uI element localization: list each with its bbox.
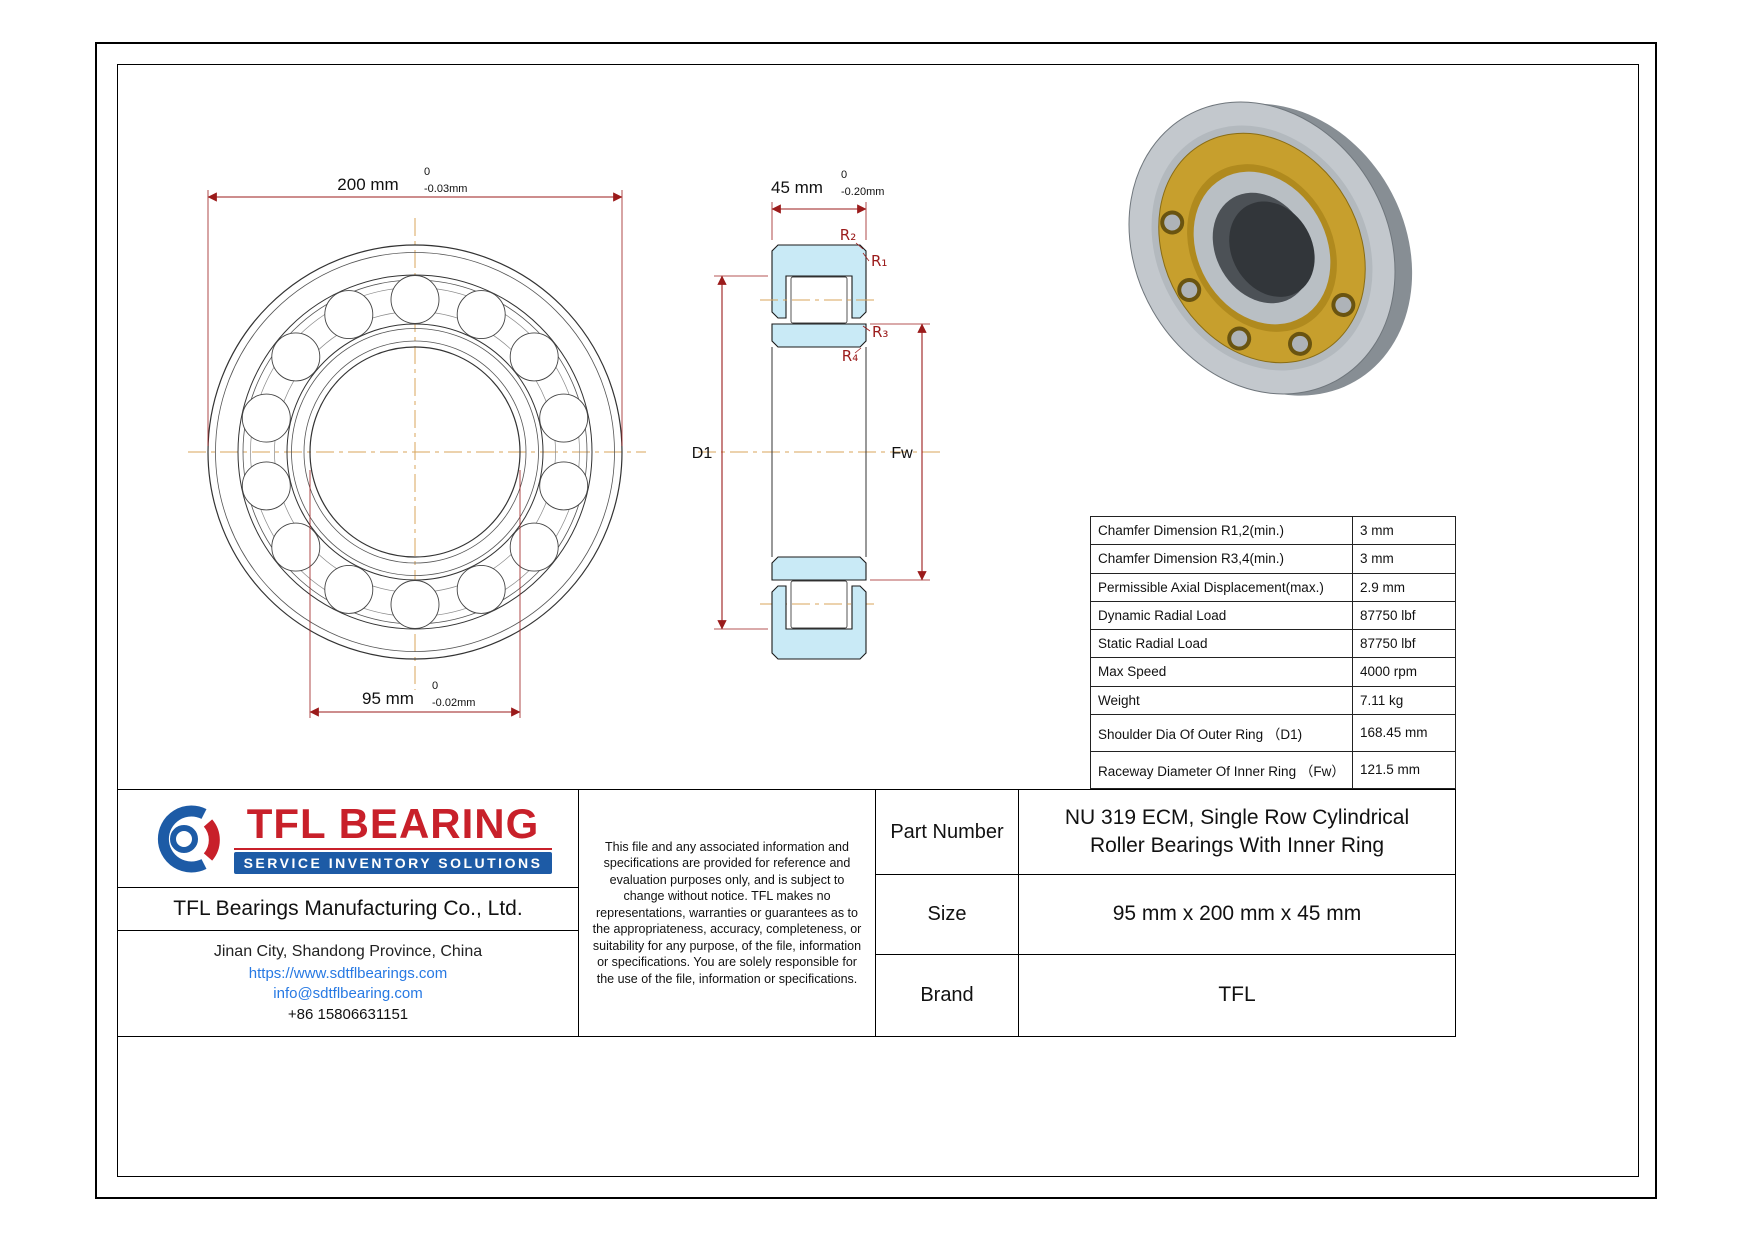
size-label: Size xyxy=(927,903,967,925)
bearing-front-view: 200 mm 0 -0.03mm 95 mm 0 -0.02mm xyxy=(188,166,646,718)
3d-cage-windows xyxy=(1160,210,1356,356)
dimension-bore-diameter: 95 mm 0 -0.02mm xyxy=(309,470,521,718)
company-contact-cell: Jinan City, Shandong Province, China htt… xyxy=(118,931,579,1036)
dim-width-tol-bottom: -0.20mm xyxy=(841,186,884,198)
spec-row: Permissible Axial Displacement(max.)2.9 … xyxy=(1090,572,1456,602)
dimension-width: 45 mm 0 -0.20mm xyxy=(771,169,884,240)
spec-label: Max Speed xyxy=(1090,657,1353,687)
drawing-frame-inner xyxy=(117,64,1639,1177)
dimension-outer-diameter: 200 mm 0 -0.03mm xyxy=(207,166,623,446)
spec-value: 168.45 mm xyxy=(1352,713,1456,752)
label-fw: Fw xyxy=(891,445,913,462)
disclaimer-cell: This file and any associated information… xyxy=(579,790,876,1036)
size-value-cell: 95 mm x 200 mm x 45 mm xyxy=(1019,875,1455,955)
bore xyxy=(309,346,521,558)
dim-width-value: 45 mm xyxy=(771,178,823,197)
spec-label: Static Radial Load xyxy=(1090,628,1353,659)
dimension-d1: D1 xyxy=(692,275,768,630)
inner-ring-chamfer xyxy=(303,340,527,564)
company-name-cell: TFL Bearings Manufacturing Co., Ltd. xyxy=(118,888,579,931)
label-r1: R₁ xyxy=(871,252,887,270)
company-website-link[interactable]: https://www.sdtflbearings.com xyxy=(248,964,448,982)
size-label-cell: Size xyxy=(876,875,1019,955)
dim-bore-tol-top: 0 xyxy=(432,680,438,692)
outer-ring-section-top xyxy=(771,244,867,319)
spec-value: 3 mm xyxy=(1352,544,1456,574)
spec-row: Shoulder Dia Of Outer Ring （D1)168.45 mm xyxy=(1090,713,1456,752)
spec-value: 7.11 kg xyxy=(1352,685,1456,715)
brand-label: Brand xyxy=(920,984,974,1006)
spec-table: Chamfer Dimension R1,2(min.)3 mm Chamfer… xyxy=(1090,515,1456,790)
inner-ring-edge xyxy=(291,328,539,576)
spec-label: Permissible Axial Displacement(max.) xyxy=(1090,572,1353,602)
dim-width-tol-top: 0 xyxy=(841,169,847,181)
part-number-label: Part Number xyxy=(890,820,1004,843)
spec-label: Weight xyxy=(1090,685,1353,715)
spec-value: 121.5 mm xyxy=(1352,750,1456,790)
spec-label: Raceway Diameter Of Inner Ring （Fw） xyxy=(1090,750,1353,790)
inner-ring-section-top xyxy=(771,323,867,348)
company-phone: +86 15806631151 xyxy=(287,1005,409,1023)
dim-outer-tol-top: 0 xyxy=(424,166,430,178)
chamfer-labels: R₂ R₁ R₃ R₄ xyxy=(840,226,889,365)
bearing-section-view: 45 mm 0 -0.20mm R₂ R₁ R₃ R₄ D1 xyxy=(692,169,944,660)
part-number-value-cell: NU 319 ECM, Single Row Cylindrical Rolle… xyxy=(1019,790,1455,875)
size-value: 95 mm x 200 mm x 45 mm xyxy=(1112,902,1362,926)
spec-label: Dynamic Radial Load xyxy=(1090,600,1353,631)
company-email-link[interactable]: info@sdtflbearing.com xyxy=(273,985,423,1003)
logo-bearing-icon xyxy=(157,805,220,872)
brand-value: TFL xyxy=(1218,983,1256,1007)
spec-value: 2.9 mm xyxy=(1352,572,1456,602)
disclaimer-text: This file and any associated information… xyxy=(592,839,862,986)
spec-value: 4000 rpm xyxy=(1352,657,1456,687)
inner-ring-raceway xyxy=(286,323,544,581)
outer-ring-section-bottom xyxy=(771,585,867,660)
spec-label: Chamfer Dimension R1,2(min.) xyxy=(1090,515,1353,546)
spec-value: 87750 lbf xyxy=(1352,600,1456,631)
spec-value: 3 mm xyxy=(1352,515,1456,546)
spec-row: Chamfer Dimension R3,4(min.)3 mm xyxy=(1090,544,1456,574)
label-r4: R₄ xyxy=(842,347,858,365)
rollers xyxy=(241,275,589,629)
label-r2: R₂ xyxy=(840,226,856,244)
spec-label: Chamfer Dimension R3,4(min.) xyxy=(1090,544,1353,574)
logo-tagline: SERVICE INVENTORY SOLUTIONS xyxy=(233,852,553,874)
bearing-3d-render xyxy=(1128,101,1413,396)
outer-ring-shoulder xyxy=(237,274,593,630)
outer-ring-chamfer xyxy=(215,252,615,652)
title-block: TFL BEARING SERVICE INVENTORY SOLUTIONS … xyxy=(117,789,1456,1037)
3d-bore-depth xyxy=(1229,201,1315,297)
dim-outer-value: 200 mm xyxy=(337,175,398,194)
logo-cell: TFL BEARING SERVICE INVENTORY SOLUTIONS xyxy=(118,790,579,888)
drawing-frame-outer xyxy=(95,42,1657,1199)
dim-bore-tol-bottom: -0.02mm xyxy=(432,697,475,709)
company-name: TFL Bearings Manufacturing Co., Ltd. xyxy=(173,897,523,920)
label-r3: R₃ xyxy=(872,323,888,341)
dim-bore-value: 95 mm xyxy=(362,689,414,708)
logo-wordmark: TFL BEARING xyxy=(246,800,540,847)
outer-ring-od xyxy=(207,244,623,660)
spec-label: Shoulder Dia Of Outer Ring （D1) xyxy=(1090,713,1353,752)
dim-outer-tol-bottom: -0.03mm xyxy=(424,183,467,195)
spec-row: Chamfer Dimension R1,2(min.)3 mm xyxy=(1090,515,1456,546)
part-number-value: NU 319 ECM, Single Row Cylindrical Rolle… xyxy=(1064,805,1410,857)
brand-label-cell: Brand xyxy=(876,955,1019,1036)
brand-value-cell: TFL xyxy=(1019,955,1455,1036)
company-address: Jinan City, Shandong Province, China xyxy=(213,943,483,961)
spec-row: Raceway Diameter Of Inner Ring （Fw）121.5… xyxy=(1090,750,1456,790)
company-logo: TFL BEARING SERVICE INVENTORY SOLUTIONS xyxy=(144,799,553,879)
label-d1: D1 xyxy=(692,445,713,462)
logo-divider xyxy=(233,848,553,850)
inner-ring-section-bottom xyxy=(771,556,867,581)
part-number-label-cell: Part Number xyxy=(876,790,1019,875)
dimension-fw: Fw xyxy=(870,323,930,581)
spec-value: 87750 lbf xyxy=(1352,628,1456,659)
